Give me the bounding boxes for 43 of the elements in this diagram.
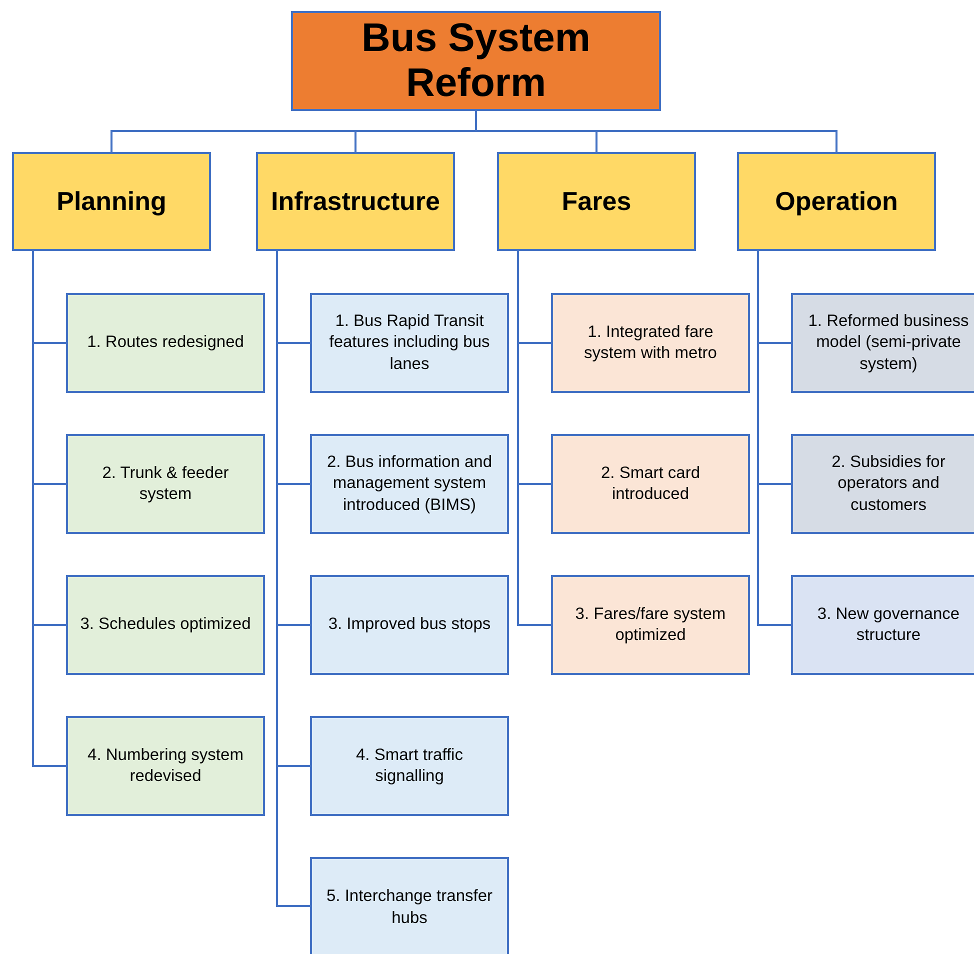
connector-line <box>757 251 791 626</box>
item-box <box>551 293 750 393</box>
item-box <box>551 575 750 675</box>
item-label: 3. Schedules optimized <box>80 614 251 636</box>
category-box <box>497 152 696 251</box>
item-box <box>791 434 974 534</box>
connector-line <box>517 251 551 626</box>
item-label: 1. Integrated fare system with metro <box>583 322 718 364</box>
item-label: 2. Bus information and management system introduced (BIMS) <box>326 452 494 516</box>
item-box <box>791 575 974 675</box>
item-label: 2. Subsidies for operators and customers <box>830 452 946 516</box>
item-label: 4. Numbering system redevised <box>86 744 244 787</box>
item-label: 5. Interchange transfer hubs <box>325 886 494 928</box>
item-box <box>66 434 265 534</box>
category-label: Operation <box>775 186 898 217</box>
item-box <box>66 575 265 675</box>
item-label: 1. Bus Rapid Transit features including bus lanes <box>328 310 491 375</box>
category-label: Planning <box>56 186 166 217</box>
item-box <box>66 293 265 393</box>
item-label: 4. Smart traffic signalling <box>355 744 464 787</box>
connector-line <box>475 111 838 152</box>
item-box <box>310 716 509 816</box>
title-box <box>291 11 661 111</box>
category-box <box>12 152 211 251</box>
category-label: Infrastructure <box>270 186 440 217</box>
category-box <box>737 152 936 251</box>
item-box <box>310 575 509 675</box>
item-box <box>551 434 750 534</box>
item-label: 3. Improved bus stops <box>328 614 491 636</box>
item-box <box>66 716 265 816</box>
item-label: 1. Routes redesigned <box>87 332 244 354</box>
item-box <box>791 293 974 393</box>
item-label: 3. Fares/fare system optimized <box>574 604 727 646</box>
item-label: 2. Smart card introduced <box>600 462 702 505</box>
item-box <box>310 434 509 534</box>
item-label: 3. New governance structure <box>816 604 961 646</box>
item-box <box>310 293 509 393</box>
category-box <box>256 152 455 251</box>
item-box <box>310 857 509 954</box>
item-label: 1. Reformed business model (semi-private system) <box>807 310 970 375</box>
title-text: Bus System Reform <box>360 16 592 106</box>
category-label: Fares <box>562 186 632 217</box>
item-label: 2. Trunk & feeder system <box>101 462 230 505</box>
